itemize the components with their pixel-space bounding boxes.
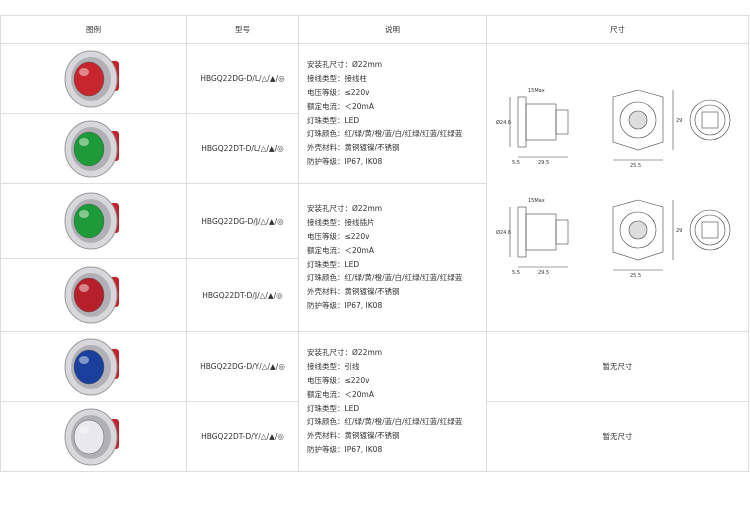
- model-cell: HBGQ22DG-D/L/△/▲/◎: [186, 43, 299, 114]
- spec-line: 灯珠类型：LED: [307, 259, 360, 269]
- header-size: 尺寸: [486, 15, 749, 44]
- dim-label: 5.5: [512, 270, 520, 276]
- spec-line: 外壳材料：黄铜镀镍/不锈钢: [307, 287, 400, 297]
- desc-cell: 安装孔尺寸：Ø22mm 接线类型：引线电压等级：≤220v 额定电流：＜20mA 灯珠…: [298, 331, 487, 472]
- dim-label: Ø24.6: [496, 119, 511, 126]
- model-cell: HBGQ22DT-D/L/△/▲/◎: [186, 113, 299, 184]
- spec-line: 电压等级：≤220v: [307, 87, 370, 97]
- table-header: 图例 型号 说明 尺寸: [0, 15, 749, 44]
- spec-line: 额定电流：＜20mA: [307, 101, 374, 111]
- no-size-cell: 暂无尺寸: [486, 401, 749, 472]
- desc-cell: 安装孔尺寸：Ø22mm 接线类型：接线柱电压等级：≤220v 额定电流：＜20mA 灯…: [298, 43, 487, 184]
- dim-label: 15Max: [528, 88, 545, 94]
- table-row: HBGQ22DG-D/Y/△/▲/◎ 安装孔尺寸：Ø22mm 接线类型：引线电压等…: [0, 331, 749, 472]
- lamp-image: [0, 331, 187, 402]
- spec-line: 防护等级：IP67, IK08: [307, 301, 383, 311]
- dimension-drawings: Ø24.6 29.5 5.5 25.5 29 15Max Ø24.6 29.5 …: [486, 43, 749, 332]
- model-cell: HBGQ22DT-D/Y/△/▲/◎: [186, 401, 299, 472]
- table-row: HBGQ22DT-D/J/△/▲/◎: [0, 258, 749, 332]
- dim-label: 29.5: [538, 160, 549, 166]
- spec-line: 电压等级：≤220v: [307, 375, 370, 385]
- spec-line: 灯珠颜色：红/绿/黄/橙/蓝/白/红绿/红蓝/红绿蓝: [307, 417, 463, 427]
- model-cell: HBGQ22DT-D/J/△/▲/◎: [186, 258, 299, 332]
- spec-line: 安装孔尺寸：Ø22mm: [307, 59, 383, 69]
- spec-line: 灯珠颜色：红/绿/黄/橙/蓝/白/红绿/红蓝/红绿蓝: [307, 273, 463, 283]
- lamp-image: [0, 183, 187, 259]
- desc-cell: 安装孔尺寸：Ø22mm 接线类型：接线插片电压等级：≤220v 额定电流：＜20mA…: [298, 183, 487, 332]
- dim-label: 29: [676, 118, 682, 124]
- spec-line: 防护等级：IP67, IK08: [307, 445, 383, 455]
- spec-line: 安装孔尺寸：Ø22mm: [307, 347, 383, 357]
- spec-line: 接线类型：接线柱: [307, 73, 367, 83]
- dim-label: Ø24.6: [496, 229, 511, 236]
- lamp-image: [0, 113, 187, 184]
- spec-line: 外壳材料：黄铜镀镍/不锈钢: [307, 143, 400, 153]
- dim-label: 15Max: [528, 198, 545, 204]
- dim-label: 29.5: [538, 270, 549, 276]
- table-row: HBGQ22DG-D/J/△/▲/◎ 安装孔尺寸：Ø22mm 接线类型：接线插片电…: [0, 183, 749, 332]
- spec-line: 额定电流：＜20mA: [307, 389, 374, 399]
- table-row: HBGQ22DG-D/L/△/▲/◎ 安装孔尺寸：Ø22mm 接线类型：接线柱电压…: [0, 43, 749, 332]
- spec-line: 防护等级：IP67, IK08: [307, 157, 383, 167]
- spec-line: 灯珠类型：LED: [307, 115, 360, 125]
- table-row: HBGQ22DT-D/L/△/▲/◎: [0, 113, 749, 184]
- no-size-cell: 暂无尺寸: [486, 331, 749, 402]
- dim-label: 25.5: [630, 273, 641, 279]
- spec-line: 接线类型：引线: [307, 361, 360, 371]
- spec-line: 电压等级：≤220v: [307, 231, 370, 241]
- spec-line: 灯珠颜色：红/绿/黄/橙/蓝/白/红绿/红蓝/红绿蓝: [307, 129, 463, 139]
- spec-line: 外壳材料：黄铜镀镍/不锈钢: [307, 431, 400, 441]
- model-cell: HBGQ22DG-D/J/△/▲/◎: [186, 183, 299, 259]
- lamp-image: [0, 258, 187, 332]
- lamp-image: [0, 43, 187, 114]
- spec-line: 接线类型：接线插片: [307, 217, 375, 227]
- dim-label: 25.5: [630, 163, 641, 169]
- header-model: 型号: [186, 15, 299, 44]
- spec-line: 安装孔尺寸：Ø22mm: [307, 203, 383, 213]
- header-desc: 说明: [298, 15, 487, 44]
- model-cell: HBGQ22DG-D/Y/△/▲/◎: [186, 331, 299, 402]
- product-table: 图例 型号 说明 尺寸 HBGQ22DG-D/L/△/▲/◎ 安装孔尺寸：Ø22…: [0, 15, 749, 472]
- header-image: 图例: [0, 15, 187, 44]
- lamp-image: [0, 401, 187, 472]
- spec-line: 额定电流：＜20mA: [307, 245, 374, 255]
- spec-line: 灯珠类型：LED: [307, 403, 360, 413]
- dim-label: 29: [676, 228, 682, 234]
- dim-label: 5.5: [512, 160, 520, 166]
- table-row: HBGQ22DT-D/Y/△/▲/◎ 暂无尺寸: [0, 401, 749, 472]
